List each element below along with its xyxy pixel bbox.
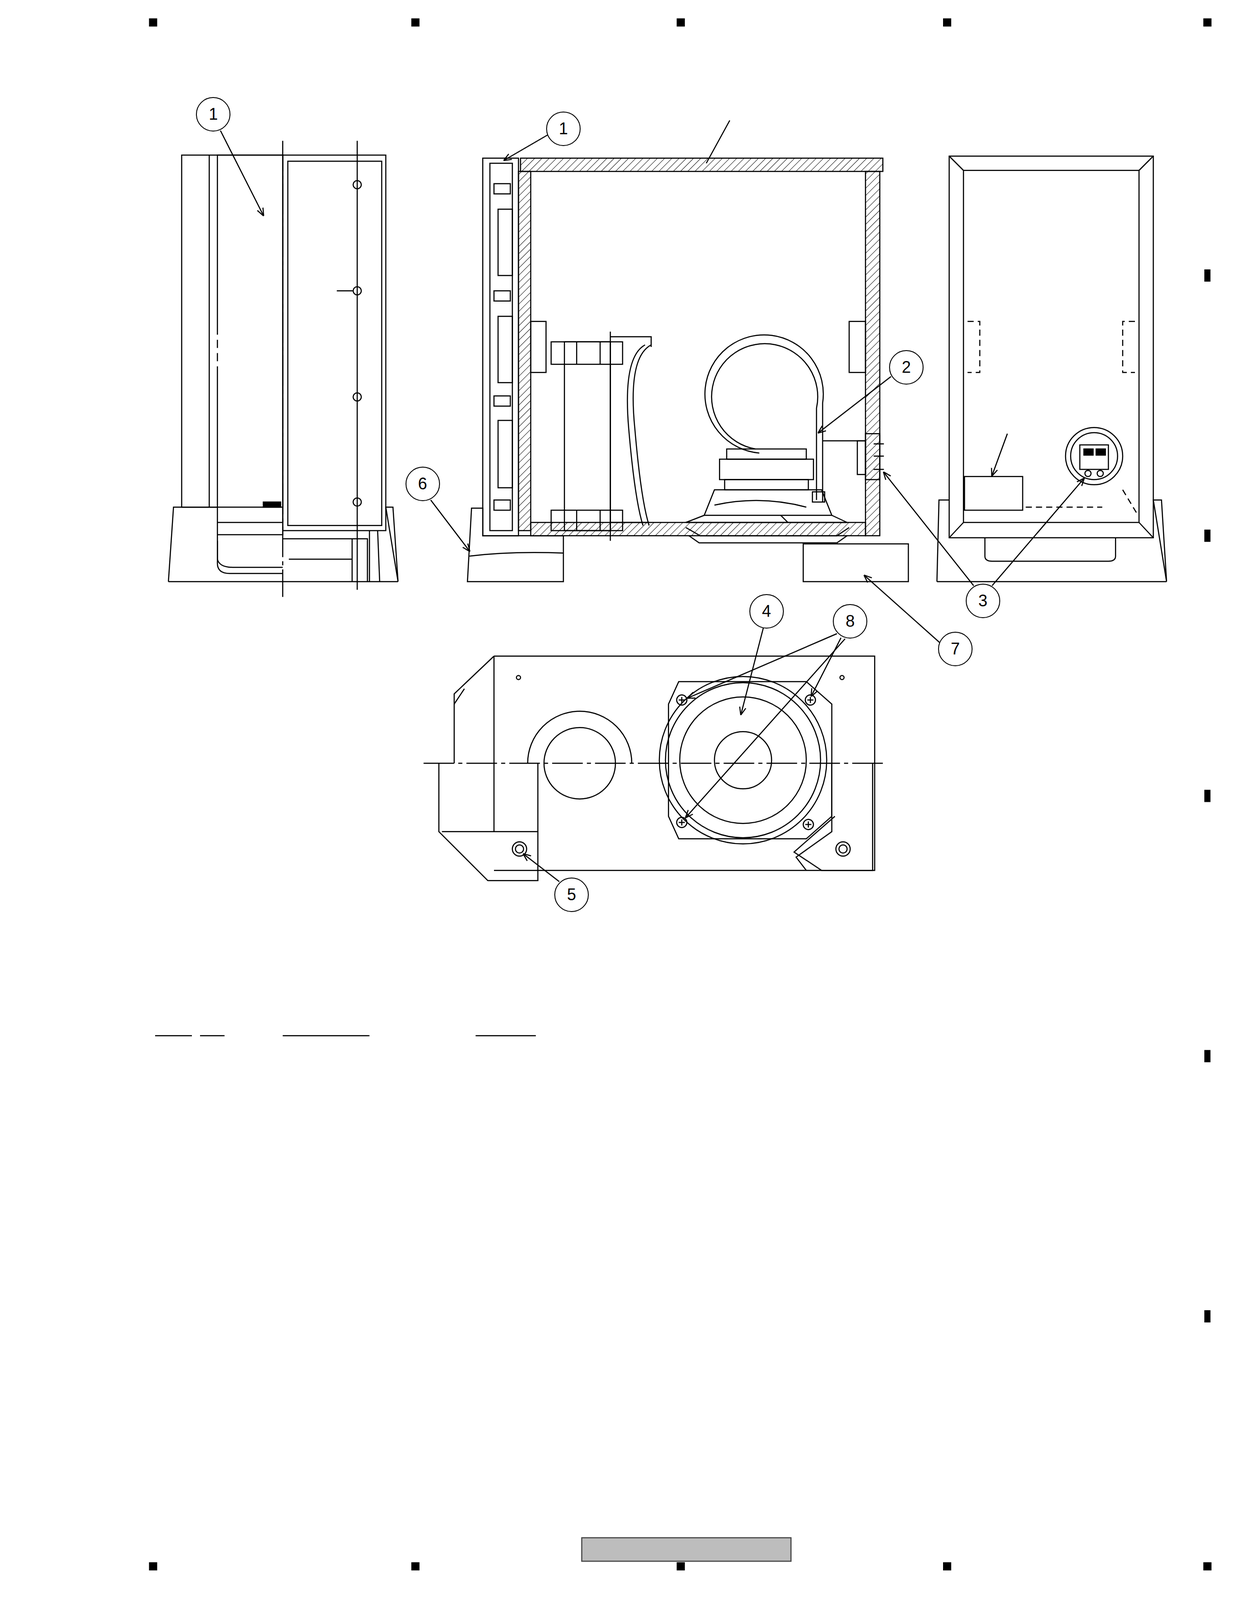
callout-number: 3 <box>978 592 988 610</box>
blank-underlines <box>155 1035 536 1037</box>
callout-circle: 7 <box>938 631 973 667</box>
callout-circle: 1 <box>546 111 581 147</box>
callout-number: 5 <box>567 886 577 904</box>
callout-number: 7 <box>950 640 960 658</box>
callout-circle: 3 <box>965 583 1001 619</box>
callout-number: 6 <box>417 475 427 493</box>
section-view <box>467 120 909 582</box>
callout-circle: 4 <box>749 594 784 629</box>
registration-marks <box>149 18 1212 1571</box>
page-bar <box>581 1538 792 1562</box>
side-view <box>168 141 398 598</box>
callout-circle: 6 <box>405 466 441 502</box>
back-view <box>937 156 1167 582</box>
callout-circle: 8 <box>832 604 868 639</box>
callout-number: 8 <box>845 613 855 630</box>
callout-number: 4 <box>762 603 772 620</box>
callout-number: 1 <box>558 120 568 137</box>
bottom-view <box>423 656 886 881</box>
callout-circle: 2 <box>889 350 924 385</box>
callout-circle: 5 <box>554 877 589 913</box>
callout-circle: 1 <box>195 97 231 132</box>
leader-lines <box>220 130 1085 882</box>
callout-number: 2 <box>901 359 911 376</box>
callout-number: 1 <box>208 106 218 123</box>
